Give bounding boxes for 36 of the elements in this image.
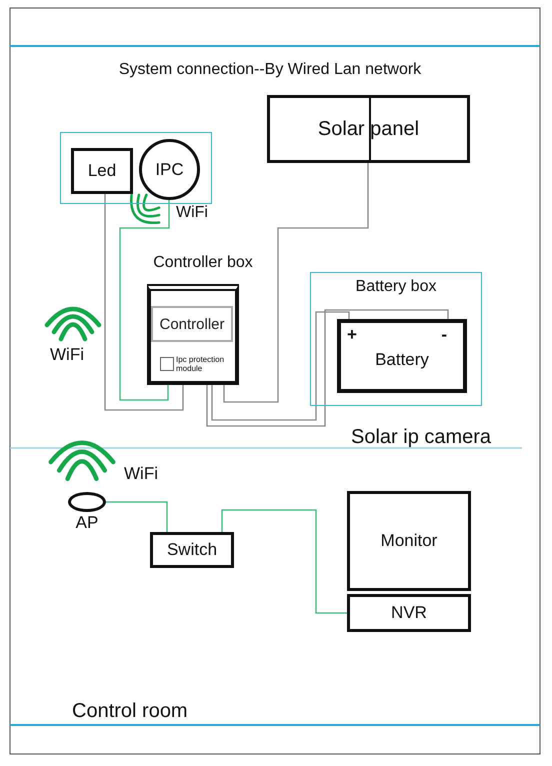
zone-label: Solar ip camera: [351, 426, 492, 449]
node-label: Controller: [159, 316, 225, 332]
node-label: Led: [88, 161, 116, 181]
connector-line: [206, 309, 449, 427]
connector-line: [223, 163, 369, 403]
node-label: Battery: [375, 350, 429, 370]
node-label: Ipc protection module: [176, 355, 226, 373]
node-label: Solar panel: [318, 118, 420, 140]
solar-panel-box: [267, 95, 470, 163]
diagram-title: System connection--By Wired Lan network: [118, 61, 422, 79]
device-box: [347, 491, 471, 591]
device-box: [150, 532, 234, 568]
controller-module-box: [151, 306, 233, 342]
connector-line: [221, 509, 347, 614]
node-label: Monitor: [380, 531, 438, 551]
device-box: [71, 148, 133, 194]
zone-label: Control room: [72, 700, 188, 723]
terminal-label: -: [441, 325, 447, 345]
node-label: IPC: [155, 160, 184, 180]
terminal-label: +: [347, 325, 357, 345]
node-label: AP: [76, 512, 98, 534]
wifi-label: WiFi: [50, 345, 84, 365]
node-label: NVR: [391, 603, 427, 623]
box-heading: Battery box: [356, 278, 436, 296]
connector-line: [119, 200, 170, 401]
connector-line: [106, 501, 168, 532]
box-heading: Controller box: [152, 254, 254, 272]
connector-line: [211, 311, 350, 421]
device-box: [347, 594, 471, 632]
battery-box: [337, 319, 467, 393]
camera-group-frame: [60, 132, 212, 204]
node-label: Switch: [166, 540, 218, 560]
battery-box-frame: [310, 272, 482, 406]
wifi-label: WiFi: [176, 204, 208, 222]
wifi-label: WiFi: [124, 464, 158, 484]
connector-line: [104, 194, 184, 411]
